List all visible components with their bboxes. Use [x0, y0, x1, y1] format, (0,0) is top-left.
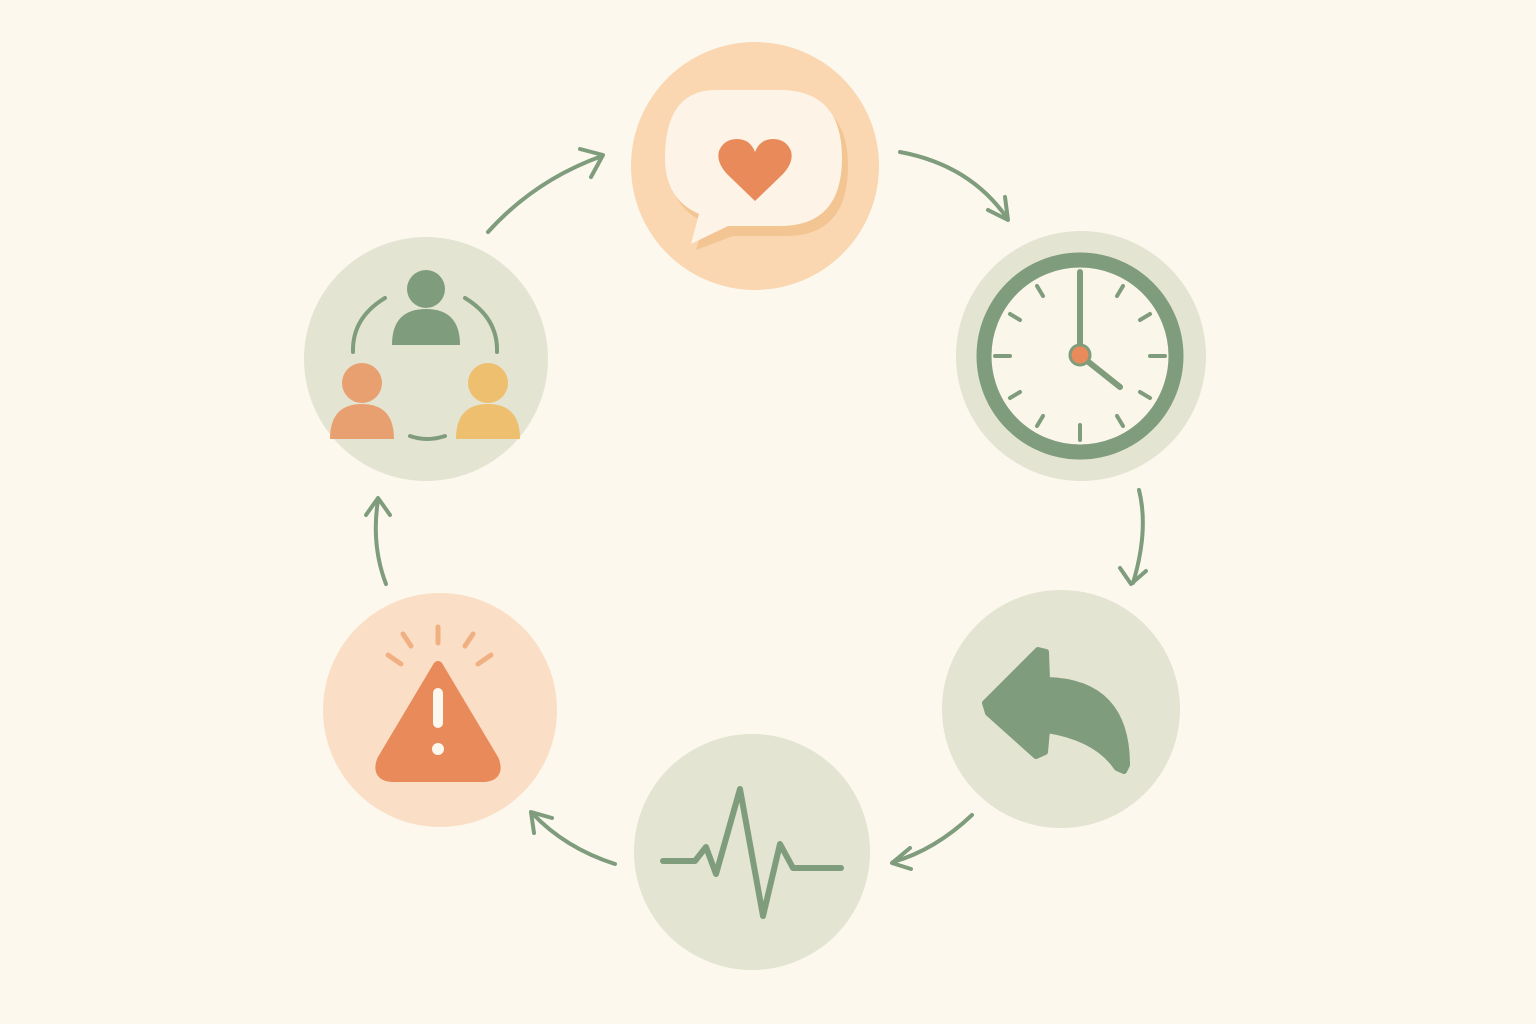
- arrow-alert-to-community: [364, 496, 392, 586]
- arrow-care-to-time: [898, 150, 1010, 222]
- arrow-time-to-return: [1118, 488, 1148, 586]
- heartbeat-pulse-icon: [660, 786, 844, 919]
- arrow-community-to-care: [486, 147, 605, 234]
- node-time: [956, 231, 1206, 481]
- person-top: [392, 270, 460, 345]
- warning-triangle-icon: [375, 624, 501, 782]
- arrow-pulse-to-alert: [529, 810, 617, 866]
- clock-icon: [976, 252, 1184, 460]
- reply-arrow-icon: [982, 647, 1130, 774]
- node-community: [304, 237, 548, 481]
- node-return: [942, 590, 1180, 828]
- people-group-icon: [330, 270, 520, 441]
- node-alert: [323, 593, 557, 827]
- node-care: [631, 42, 879, 290]
- alert-rays: [385, 624, 494, 667]
- person-right: [456, 363, 520, 439]
- heart-speech-bubble-icon: [665, 90, 848, 250]
- connectors: [364, 147, 1148, 871]
- person-left: [330, 363, 394, 439]
- node-pulse: [634, 734, 870, 970]
- arrow-return-to-pulse: [890, 813, 974, 871]
